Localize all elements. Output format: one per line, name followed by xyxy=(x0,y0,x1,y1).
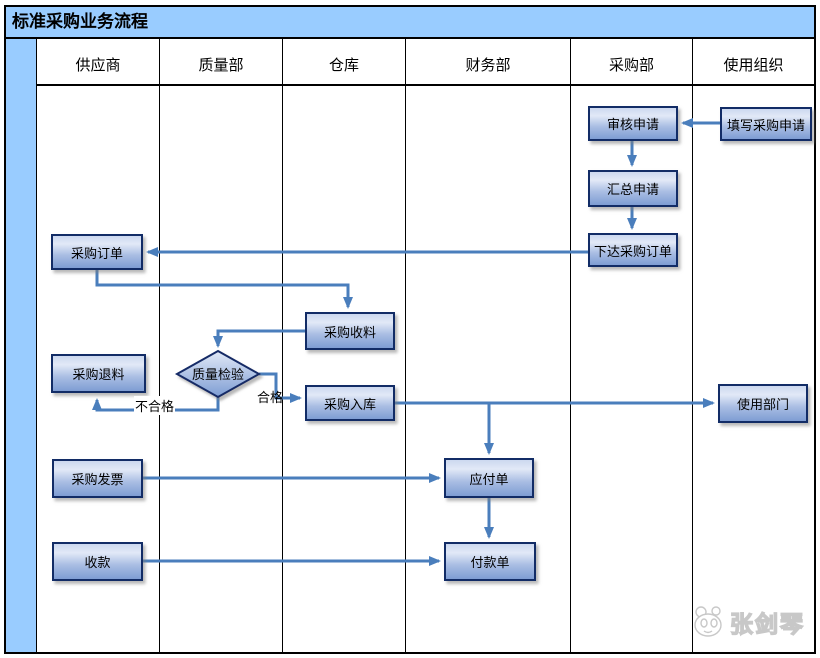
node-purchase-invoice: 采购发票 xyxy=(52,459,143,498)
node-issue-purchase-order: 下达采购订单 xyxy=(588,233,678,267)
lane-purchasing-dept: 采购部 xyxy=(571,39,693,652)
node-receive-payment: 收款 xyxy=(52,542,143,581)
page-title: 标准采购业务流程 xyxy=(12,12,148,32)
lane-warehouse: 仓库 xyxy=(283,39,406,652)
node-fill-purchase-request: 填写采购申请 xyxy=(720,107,812,141)
lane-supplier: 供应商 xyxy=(37,39,160,652)
lane-using-org: 使用组织 xyxy=(693,39,814,652)
lane-purchasing-dept-label: 采购部 xyxy=(608,56,654,74)
lane-finance-dept: 财务部 xyxy=(406,39,571,652)
edge-label-fail: 不合格 xyxy=(134,396,176,415)
lane-finance-dept-label: 财务部 xyxy=(465,56,511,74)
node-purchase-return: 采购退料 xyxy=(51,354,146,393)
lane-quality-dept-label: 质量部 xyxy=(198,56,244,74)
watermark: 张剑琴 xyxy=(690,603,805,641)
node-summarize-request: 汇总申请 xyxy=(588,170,678,207)
node-purchase-order: 采购订单 xyxy=(51,234,143,270)
node-purchase-instock: 采购入库 xyxy=(305,385,395,421)
node-payment: 付款单 xyxy=(444,542,536,581)
phase-strip xyxy=(6,39,37,652)
lane-using-org-label: 使用组织 xyxy=(723,56,784,74)
node-receive-material: 采购收料 xyxy=(305,312,395,350)
diagram-title-bar: 标准采购业务流程 xyxy=(6,7,814,39)
lane-header-separator xyxy=(37,84,814,86)
node-use-department: 使用部门 xyxy=(718,384,808,423)
node-payable: 应付单 xyxy=(444,458,534,498)
diagram-frame xyxy=(4,5,816,654)
edge-label-pass: 合格 xyxy=(257,391,284,406)
lane-quality-dept: 质量部 xyxy=(160,39,283,652)
lane-warehouse-label: 仓库 xyxy=(328,56,359,74)
node-review-request: 审核申请 xyxy=(588,106,678,141)
watermark-panda-icon xyxy=(694,606,722,637)
watermark-text: 张剑琴 xyxy=(729,610,805,638)
lane-supplier-label: 供应商 xyxy=(75,56,121,74)
